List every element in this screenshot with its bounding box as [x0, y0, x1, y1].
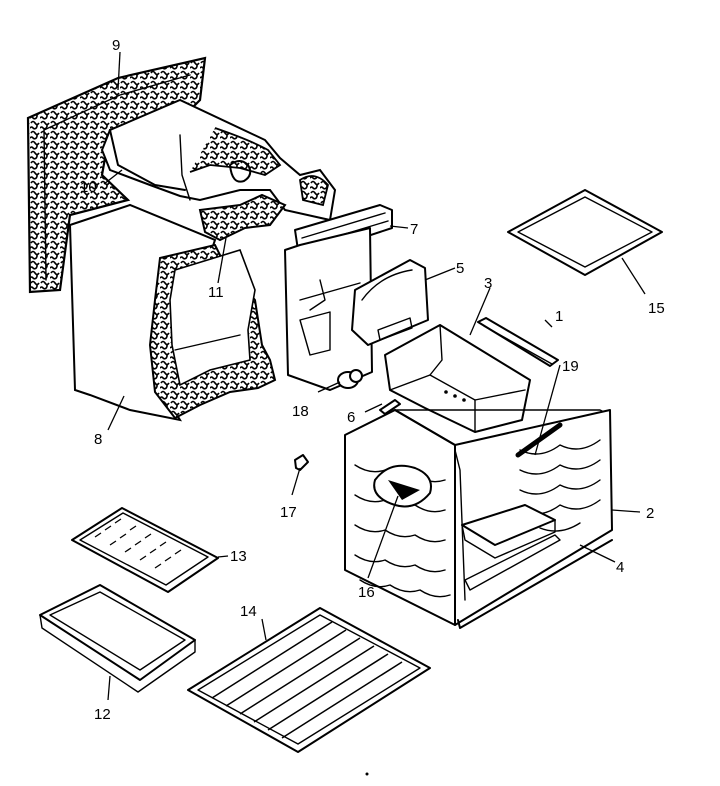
insulation-blanket-top: [100, 98, 337, 222]
callout-15: 15: [648, 300, 665, 317]
callout-19: 19: [562, 358, 579, 375]
bracket: [294, 454, 309, 471]
callout-12: 12: [94, 706, 111, 723]
callout-8: 8: [94, 431, 102, 448]
callout-17: 17: [280, 504, 297, 521]
callout-13: 13: [230, 548, 247, 565]
insulation-blanket-side: [68, 203, 277, 422]
callout-14: 14: [240, 603, 257, 620]
callout-11: 11: [208, 284, 224, 301]
knob: [337, 369, 363, 389]
glass-panel: [507, 189, 663, 276]
callout-10: 10: [80, 179, 97, 196]
oven-rack: [187, 607, 431, 753]
callout-9: 9: [112, 37, 120, 54]
broiler-pan: [39, 584, 196, 693]
drip-tray: [461, 504, 556, 559]
trim-bar: [477, 317, 559, 367]
callout-7: 7: [410, 221, 418, 238]
callout-3: 3: [484, 275, 492, 292]
oven-back-panel: [284, 227, 373, 391]
callout-4: 4: [616, 559, 624, 576]
callout-6: 6: [347, 409, 355, 426]
clip: [379, 399, 401, 415]
fan-blade: [373, 464, 432, 508]
callout-18: 18: [292, 403, 309, 420]
stray-dot: [365, 772, 369, 776]
callout-1: 1: [555, 308, 563, 325]
fan-cover: [351, 259, 429, 346]
broiler-grid: [71, 507, 219, 593]
callout-2: 2: [646, 505, 654, 522]
callout-labels: 9 10 11 8 7 5 3 1 19 2 4 15 6 18 17 16 1…: [80, 37, 665, 723]
insulation-piece-small: [198, 193, 287, 242]
heater-box: [384, 324, 531, 433]
leader-lines: [103, 51, 646, 701]
callout-16: 16: [358, 584, 375, 601]
callout-5: 5: [456, 260, 464, 277]
